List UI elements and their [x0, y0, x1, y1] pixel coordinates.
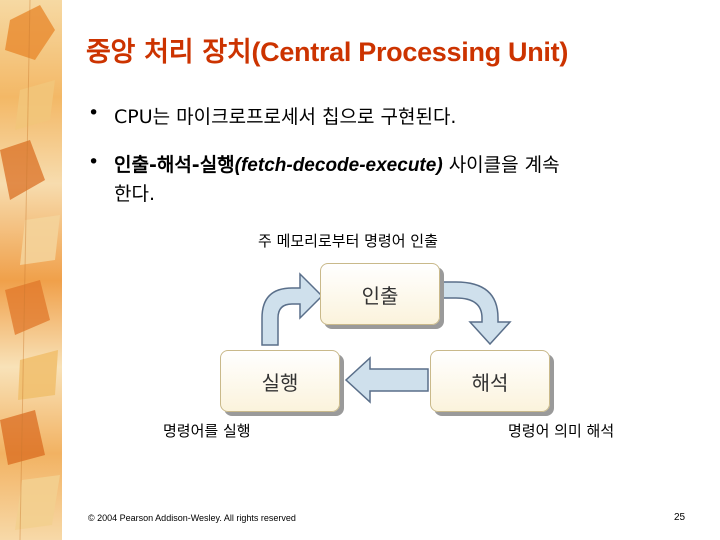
decode-caption: 명령어 의미 해석 — [508, 422, 615, 440]
bullet-marker: • — [88, 102, 100, 124]
bullet-text: CPU는 마이크로프로세서 칩으로 구현된다. — [114, 106, 457, 128]
fetch-node: 인출 — [320, 263, 440, 325]
copyright-footer: © 2004 Pearson Addison-Wesley. All right… — [88, 513, 296, 523]
bullet-text-tail: 사이클을 계속 — [442, 154, 560, 176]
autumn-leaves-decoration — [0, 0, 62, 540]
cycle-korean: 인출-해석-실행 — [114, 154, 235, 176]
arrow-fetch-to-decode — [441, 281, 512, 346]
title-korean: 중앙 처리 장치 — [86, 37, 252, 68]
cycle-english: (fetch-decode-execute) — [234, 155, 443, 176]
execute-node: 실행 — [220, 350, 340, 412]
fetch-caption: 주 메모리로부터 명령어 인출 — [258, 232, 438, 250]
arrow-execute-to-fetch — [261, 272, 324, 346]
bullet-marker: • — [88, 151, 100, 173]
decode-node: 해석 — [430, 350, 550, 412]
title-english: (Central Processing Unit) — [251, 37, 569, 67]
slide-title: 중앙 처리 장치(Central Processing Unit) — [86, 30, 706, 69]
page-number: 25 — [674, 512, 686, 523]
execute-caption: 명령어를 실행 — [163, 422, 251, 440]
bullet-text-line2: 한다. — [114, 183, 155, 205]
arrow-decode-to-execute — [344, 356, 429, 404]
